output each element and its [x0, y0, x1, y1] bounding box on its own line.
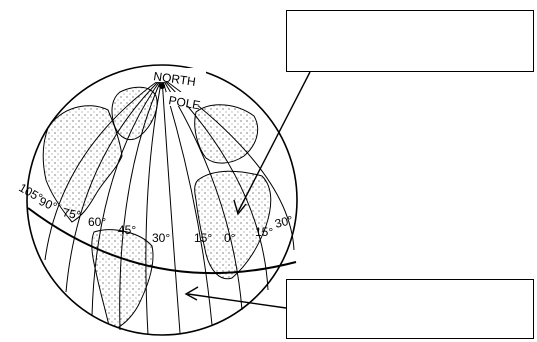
- equator-arrowhead: [186, 287, 198, 300]
- longitude-label: 60°: [88, 215, 106, 229]
- longitude-label: 30°: [152, 231, 170, 245]
- longitude-label: 75°: [61, 205, 82, 223]
- longitude-label: 15°: [194, 231, 212, 245]
- meridian-line: [162, 78, 180, 333]
- equator-leader-line: [188, 294, 286, 308]
- meridian-answer-box[interactable]: [286, 10, 534, 72]
- longitude-label: 15°: [255, 225, 273, 239]
- longitude-label: 45°: [118, 223, 136, 237]
- longitude-label: 30°: [273, 213, 294, 231]
- equator-answer-box[interactable]: [286, 279, 534, 339]
- longitude-label: 0°: [224, 231, 236, 245]
